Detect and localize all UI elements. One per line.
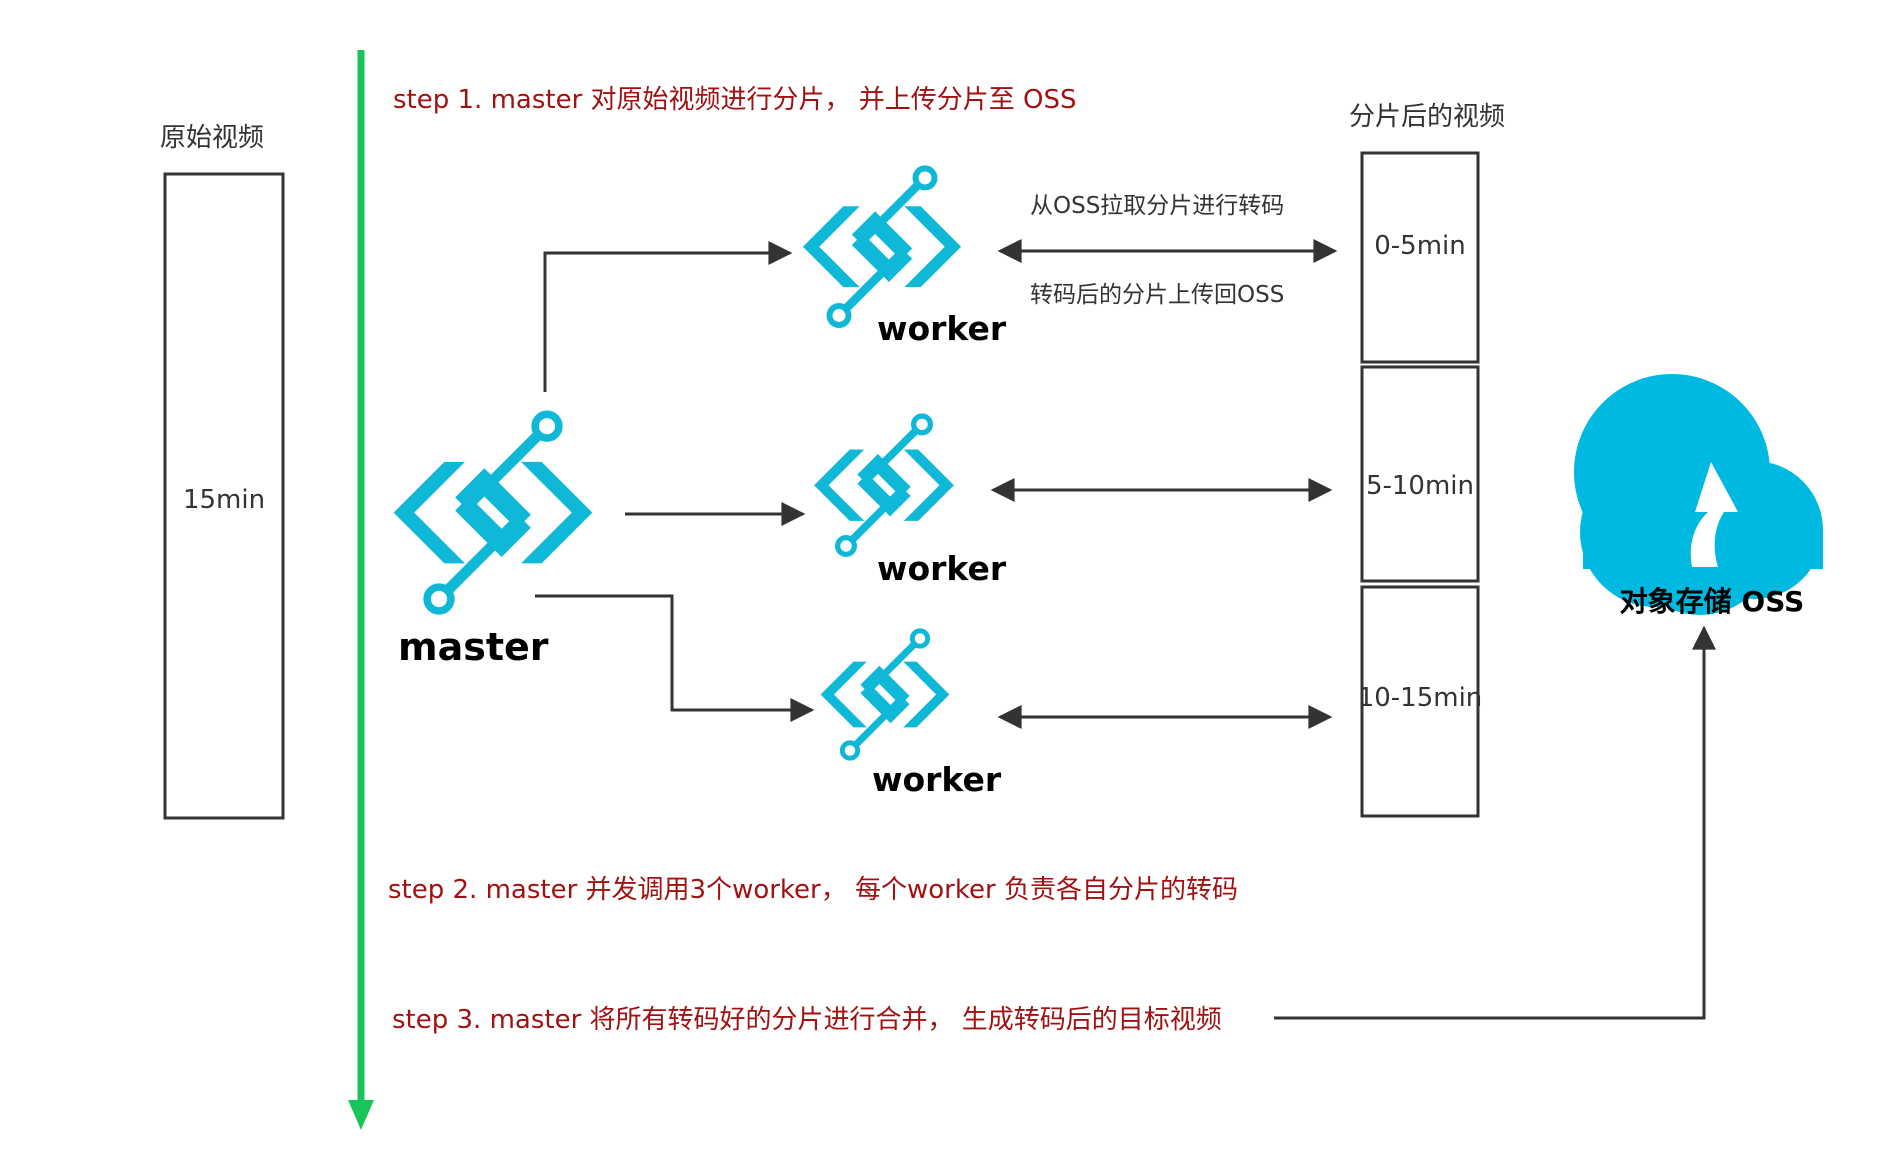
segment-box-1 bbox=[1360, 151, 1480, 364]
worker-1-label: worker bbox=[877, 309, 1007, 348]
original-video-box bbox=[163, 172, 285, 820]
worker-1-icon bbox=[803, 168, 961, 325]
segment-label-2: 5-10min bbox=[1366, 471, 1474, 501]
step-1-text: step 1. master 对原始视频进行分片， 并上传分片至 OSS bbox=[393, 85, 1077, 115]
master-to-worker-3-arrow bbox=[535, 594, 815, 722]
oss-cloud-icon bbox=[1574, 374, 1823, 615]
push-to-oss-note: 转码后的分片上传回OSS bbox=[1030, 282, 1284, 308]
master-icon bbox=[394, 414, 593, 611]
original-video-title: 原始视频 bbox=[160, 123, 264, 153]
segment-box-2 bbox=[1360, 365, 1480, 583]
master-label: master bbox=[398, 625, 549, 669]
segment-box-3 bbox=[1360, 585, 1480, 818]
segments-title: 分片后的视频 bbox=[1349, 102, 1505, 132]
original-video-duration: 15min bbox=[183, 485, 265, 515]
merge-to-oss-arrow bbox=[1274, 625, 1716, 1020]
oss-label: 对象存储 OSS bbox=[1620, 585, 1805, 618]
pull-from-oss-note: 从OSS拉取分片进行转码 bbox=[1030, 193, 1284, 219]
worker-2-label: worker bbox=[877, 549, 1007, 588]
step-3-text: step 3. master 将所有转码好的分片进行合并， 生成转码后的目标视频 bbox=[392, 1005, 1222, 1035]
worker-3-label: worker bbox=[872, 760, 1002, 799]
timeline-arrow bbox=[348, 50, 374, 1130]
segment-label-3: 10-15min bbox=[1358, 683, 1483, 713]
segment-label-1: 0-5min bbox=[1374, 231, 1466, 261]
worker-3-icon bbox=[821, 631, 950, 758]
step-2-text: step 2. master 并发调用3个worker， 每个worker 负责… bbox=[388, 875, 1238, 905]
worker-2-icon bbox=[814, 416, 954, 554]
master-to-worker-1-arrow bbox=[543, 241, 793, 392]
